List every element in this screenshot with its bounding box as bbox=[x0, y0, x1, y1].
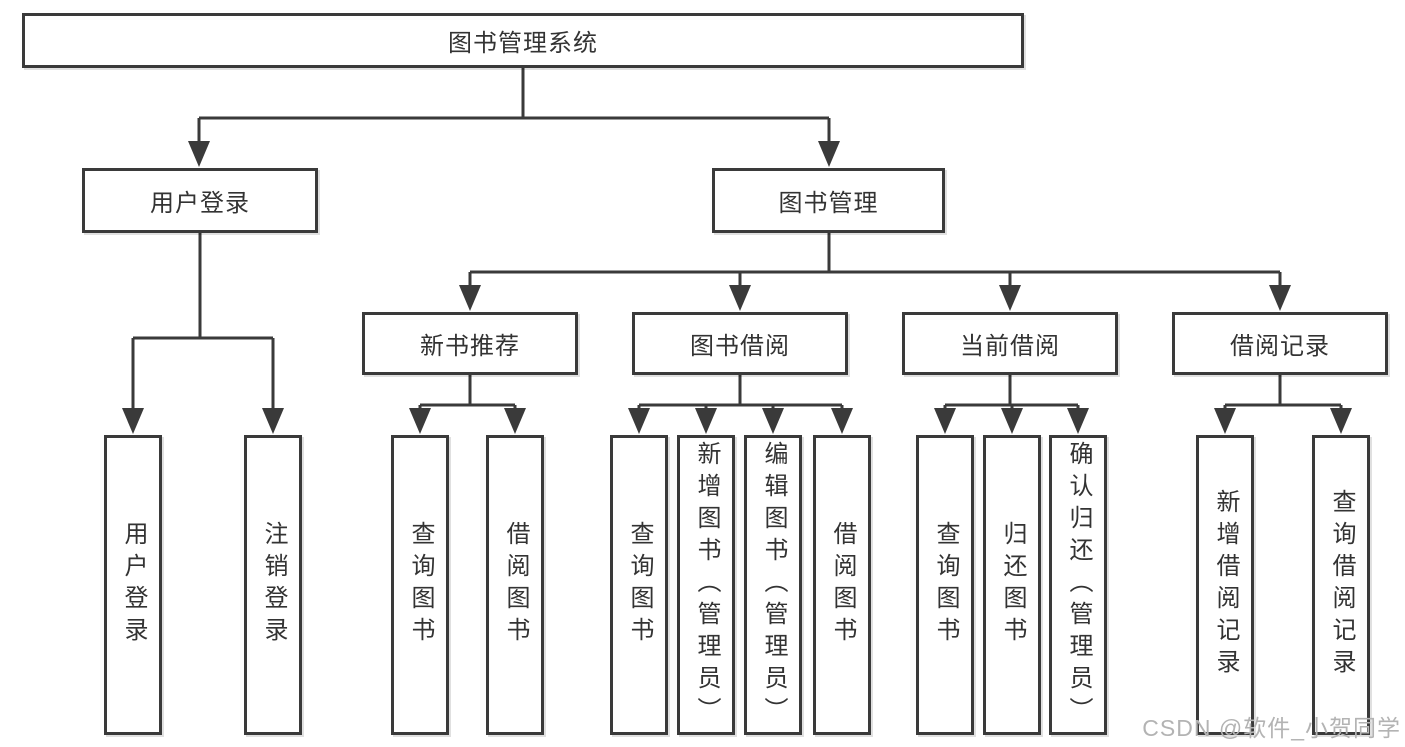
leaf-query-books-current-label: 查询图书 bbox=[932, 521, 959, 649]
leaf-add-borrow-record: 新增借阅记录 bbox=[1196, 435, 1254, 735]
node-borrowing-records: 借阅记录 bbox=[1172, 312, 1388, 375]
leaf-query-borrow-record: 查询借阅记录 bbox=[1312, 435, 1370, 735]
leaf-query-borrow-record-label: 查询借阅记录 bbox=[1328, 489, 1355, 681]
leaf-borrow-books-recommend-label: 借阅图书 bbox=[502, 521, 529, 649]
leaf-confirm-return-admin: 确认归还（管理员） bbox=[1049, 435, 1107, 735]
leaf-query-books-borrowing-label: 查询图书 bbox=[626, 521, 653, 649]
leaf-confirm-return-admin-label: 确认归还（管理员） bbox=[1065, 441, 1092, 729]
node-library-management-system: 图书管理系统 bbox=[22, 13, 1024, 68]
leaf-borrow-books-recommend: 借阅图书 bbox=[486, 435, 544, 735]
leaf-edit-books-admin-label: 编辑图书（管理员） bbox=[760, 441, 787, 729]
leaf-borrow-books-borrowing: 借阅图书 bbox=[813, 435, 871, 735]
leaf-query-books-recommend: 查询图书 bbox=[391, 435, 449, 735]
watermark: CSDN @软件_小贺同学 bbox=[1142, 715, 1401, 741]
node-current-borrowing: 当前借阅 bbox=[902, 312, 1118, 375]
node-book-management: 图书管理 bbox=[712, 168, 945, 233]
leaf-edit-books-admin: 编辑图书（管理员） bbox=[744, 435, 802, 735]
node-book-borrowing: 图书借阅 bbox=[632, 312, 848, 375]
leaf-user-login: 用户登录 bbox=[104, 435, 162, 735]
leaf-user-login-label: 用户登录 bbox=[120, 521, 147, 649]
node-new-book-recommendation: 新书推荐 bbox=[362, 312, 578, 375]
leaf-query-books-borrowing: 查询图书 bbox=[610, 435, 668, 735]
node-user-login: 用户登录 bbox=[82, 168, 318, 233]
leaf-query-books-current: 查询图书 bbox=[916, 435, 974, 735]
leaf-add-books-admin: 新增图书（管理员） bbox=[677, 435, 735, 735]
leaf-return-books: 归还图书 bbox=[983, 435, 1041, 735]
leaf-add-books-admin-label: 新增图书（管理员） bbox=[693, 441, 720, 729]
leaf-query-books-recommend-label: 查询图书 bbox=[407, 521, 434, 649]
leaf-return-books-label: 归还图书 bbox=[999, 521, 1026, 649]
leaf-add-borrow-record-label: 新增借阅记录 bbox=[1212, 489, 1239, 681]
leaf-logout-login-label: 注销登录 bbox=[260, 521, 287, 649]
leaf-borrow-books-borrowing-label: 借阅图书 bbox=[829, 521, 856, 649]
leaf-logout-login: 注销登录 bbox=[244, 435, 302, 735]
